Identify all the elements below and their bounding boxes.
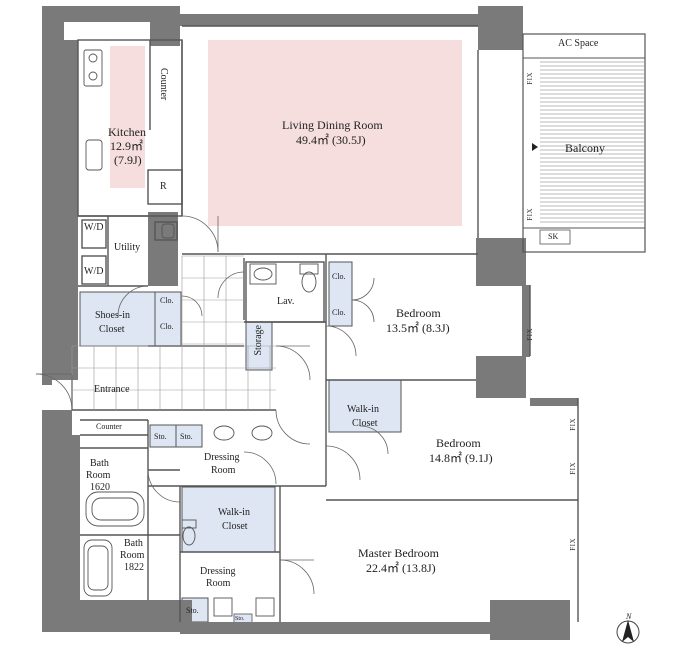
bath1822-line1: Bath (124, 538, 143, 549)
shoes-closet-line2: Closet (99, 324, 125, 335)
kitchen-area-j: (7.9J) (114, 153, 142, 167)
bedroom2-name: Bedroom (436, 436, 481, 450)
wd-bottom-label: W/D (84, 266, 104, 277)
fix-label-2: FIX (526, 208, 534, 221)
dressing1-line2: Room (211, 465, 236, 476)
sto-label-3: Sto. (186, 606, 199, 615)
wd-top-label: W/D (84, 222, 104, 233)
fix-label-1: FIX (526, 72, 534, 85)
bath1620-line1: Bath (90, 458, 109, 469)
master-bedroom-area: 22.4㎡ (13.8J) (366, 561, 436, 575)
dressing2-line2: Room (206, 578, 231, 589)
entrance-label: Entrance (94, 384, 130, 395)
interior-walls (71, 25, 579, 622)
entrance-counter-label: Counter (96, 422, 122, 431)
wic1-line2: Closet (352, 418, 378, 429)
refrigerator-label: R (160, 181, 167, 192)
bath1620-line3: 1620 (90, 482, 110, 493)
balcony (522, 33, 646, 253)
bath1822-line2: Room (120, 550, 145, 561)
kitchen-counter-label: Counter (158, 68, 169, 101)
bed1-clo-top: Clo. (332, 272, 346, 281)
shoes-closet-line1: Shoes-in (95, 310, 130, 321)
sto-label-4: Sto. (235, 616, 245, 622)
entrance-tiles (71, 255, 276, 410)
ldk-highlight (208, 40, 462, 226)
fixtures (83, 49, 319, 617)
sto-label-1: Sto. (154, 432, 167, 441)
dressing1-line1: Dressing (204, 452, 240, 463)
bed1-clo-fill (328, 261, 353, 327)
ldk-name: Living Dining Room (282, 118, 383, 132)
kitchen-name: Kitchen (108, 125, 146, 139)
clo-fill-1 (154, 291, 182, 347)
bath1822-line3: 1822 (124, 562, 144, 573)
bed1-clo-bottom: Clo. (332, 308, 346, 317)
sto-label-2: Sto. (180, 432, 193, 441)
kitchen-highlight (110, 46, 145, 188)
wic1-line1: Walk-in (347, 404, 379, 415)
fix-label-3: FIX (526, 328, 534, 341)
balcony-slats (540, 61, 644, 223)
storage-label: Storage (253, 325, 264, 356)
sto-fill-2 (175, 424, 203, 448)
ldk-area: 49.4㎡ (30.5J) (296, 133, 366, 147)
master-bedroom-name: Master Bedroom (358, 546, 439, 560)
door-swings (35, 215, 389, 595)
wic2-fill (181, 486, 276, 553)
bedroom1-name: Bedroom (396, 306, 441, 320)
compass (616, 620, 640, 644)
bath1620-line2: Room (86, 470, 111, 481)
balcony-ac-space: AC Space (558, 38, 599, 49)
fix-label-5: FIX (569, 538, 577, 551)
fix-label-6: FIX (569, 418, 577, 431)
bedroom1-area: 13.5㎡ (8.3J) (386, 321, 450, 335)
balcony-label: Balcony (565, 141, 605, 155)
bedroom2-area: 14.8㎡ (9.1J) (429, 451, 493, 465)
fix-label-4: FIX (569, 462, 577, 475)
dressing2-line1: Dressing (200, 566, 236, 577)
compass-north-label: N (626, 612, 632, 621)
clo-label-2: Clo. (160, 322, 174, 331)
lav-label: Lav. (277, 296, 295, 307)
clo-label-1: Clo. (160, 296, 174, 305)
wic2-line1: Walk-in (218, 507, 250, 518)
sk-label: SK (548, 232, 559, 241)
wic2-line2: Closet (222, 521, 248, 532)
utility-label: Utility (114, 242, 141, 253)
kitchen-area-m2: 12.9㎡ (110, 139, 144, 153)
